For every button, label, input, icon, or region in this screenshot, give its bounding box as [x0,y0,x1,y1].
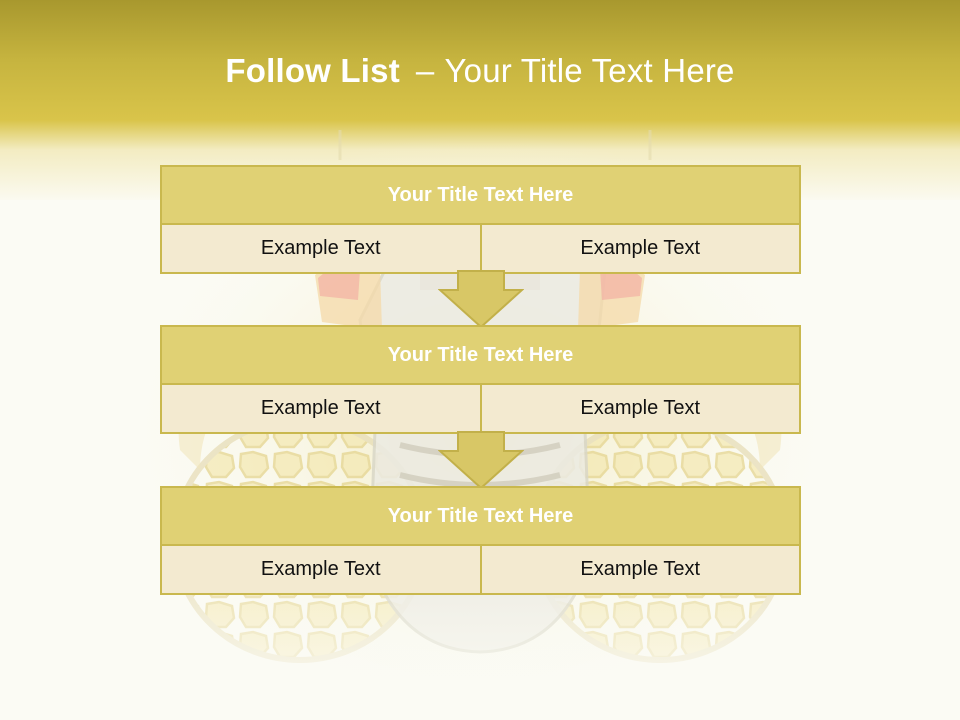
block-title: Your Title Text Here [162,327,799,385]
list-block-3: Your Title Text Here Example Text Exampl… [160,486,801,595]
block-title: Your Title Text Here [162,167,799,225]
block-cell-left: Example Text [162,225,480,272]
list-block-1: Your Title Text Here Example Text Exampl… [160,165,801,274]
down-arrow-icon [438,431,524,489]
block-cell-right: Example Text [479,546,799,593]
slide-title: Follow List–Your Title Text Here [0,52,960,90]
title-rest: Your Title Text Here [444,52,735,89]
list-block-2: Your Title Text Here Example Text Exampl… [160,325,801,434]
block-cell-left: Example Text [162,385,480,432]
title-separator: – [415,52,435,89]
block-cell-left: Example Text [162,546,480,593]
title-bold: Follow List [225,52,400,89]
block-row: Example Text Example Text [162,385,799,432]
down-arrow-icon [438,270,524,328]
block-title: Your Title Text Here [162,488,799,546]
block-row: Example Text Example Text [162,546,799,593]
block-cell-right: Example Text [479,385,799,432]
block-cell-right: Example Text [479,225,799,272]
block-row: Example Text Example Text [162,225,799,272]
